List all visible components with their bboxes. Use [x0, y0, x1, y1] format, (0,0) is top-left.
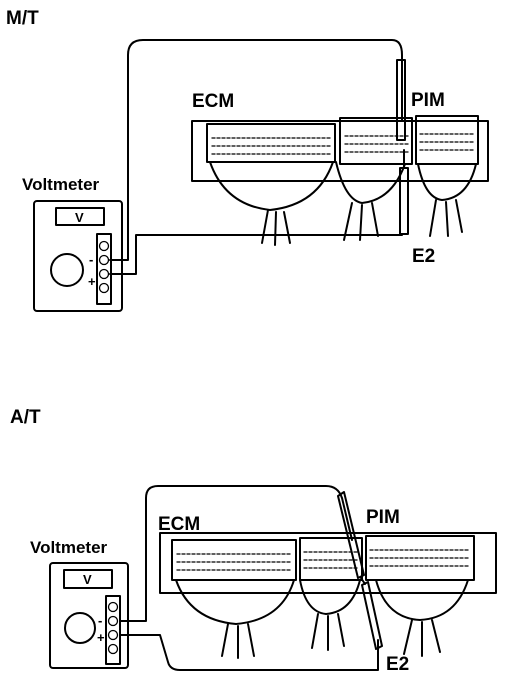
at-voltmeter-label: Voltmeter	[30, 538, 108, 557]
at-plus-sign: +	[97, 630, 105, 645]
mt-test-lead	[109, 39, 403, 275]
at-voltmeter-icon: Voltmeter V - +	[30, 538, 129, 669]
mt-meter-display: V	[75, 210, 84, 225]
mt-plus-sign: +	[88, 274, 96, 289]
mt-wire-harness-icon	[209, 161, 477, 246]
mt-ecm-connector-icon: ECM PIM	[191, 90, 489, 182]
at-diagram: A/T Voltmeter V - + ECM PIM	[10, 407, 497, 675]
at-minus-sign: -	[98, 613, 102, 628]
at-e2-label: E2	[386, 654, 409, 675]
mt-e2-label: E2	[412, 246, 435, 267]
mt-diagram: M/T Voltmeter V - + ECM PIM	[6, 8, 489, 312]
mt-pim-label: PIM	[411, 90, 445, 111]
mt-ecm-label: ECM	[192, 91, 234, 112]
mt-voltmeter-icon: Voltmeter V - +	[22, 175, 123, 312]
mt-minus-sign: -	[89, 252, 93, 267]
at-ecm-label: ECM	[158, 514, 200, 535]
at-test-probe-icon	[337, 491, 383, 650]
at-meter-display: V	[83, 572, 92, 587]
mt-title: M/T	[6, 8, 39, 29]
mt-voltmeter-label: Voltmeter	[22, 175, 100, 194]
at-title: A/T	[10, 407, 41, 428]
at-test-lead	[119, 485, 379, 671]
at-pim-label: PIM	[366, 507, 400, 528]
mt-test-probe-icon	[396, 59, 409, 235]
at-wire-harness-icon	[175, 579, 469, 659]
at-ecm-connector-icon: ECM PIM	[158, 507, 497, 594]
